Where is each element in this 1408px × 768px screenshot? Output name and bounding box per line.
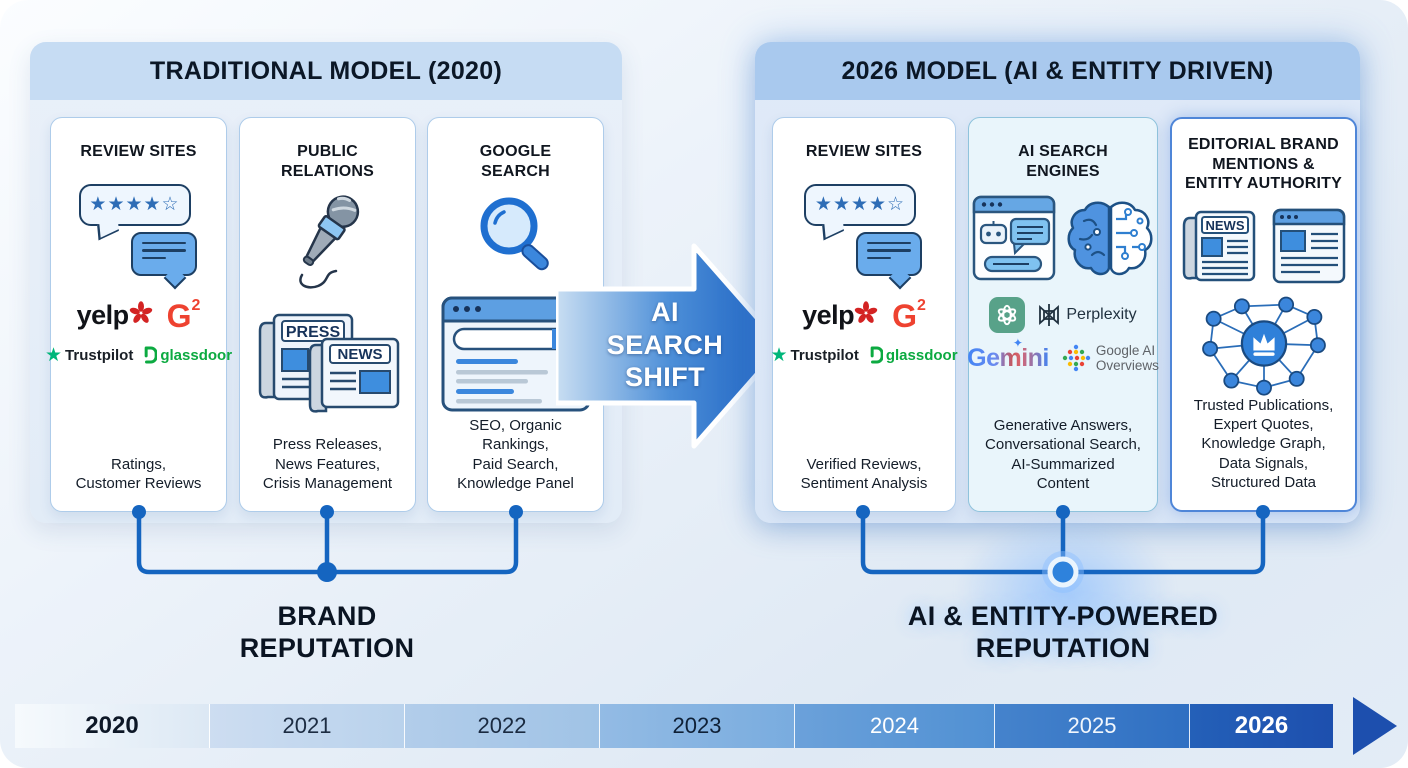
ai-search-shift-label: AI SEARCH SHIFT xyxy=(606,297,724,393)
card-ai-search-engines: AI SEARCH ENGINES xyxy=(967,117,1159,512)
card-caption: Verified Reviews, Sentiment Analysis xyxy=(800,455,928,492)
card-review-sites-traditional: REVIEW SITES ★★★★☆ yelp xyxy=(45,117,232,512)
traditional-panel-header: TRADITIONAL MODEL (2020) xyxy=(30,42,622,100)
brand-reputation-label: BRAND REPUTATION xyxy=(239,601,415,664)
yelp-logo: yelp xyxy=(77,300,153,331)
glassdoor-icon xyxy=(870,346,883,364)
magnifier-icon xyxy=(480,197,549,271)
chat-bubble-icon xyxy=(856,231,922,276)
trustpilot-star-icon: ★ xyxy=(770,344,788,366)
star-rating: ★★★★☆ xyxy=(814,194,906,216)
news-label: NEWS xyxy=(337,346,382,363)
g2-logo: G 2 xyxy=(892,296,926,334)
news-publication-icon: NEWS xyxy=(1182,210,1255,281)
model-2026-panel: 2026 MODEL (AI & ENTITY DRIVEN) REVIEW S… xyxy=(755,42,1360,523)
card-title: AI SEARCH ENGINES xyxy=(1018,143,1108,180)
card-review-sites-2026: REVIEW SITES ★★★★☆ yelp xyxy=(770,117,958,512)
chatbot-window-icon xyxy=(972,195,1056,281)
card-editorial-brand-mentions: EDITORIAL BRAND MENTIONS & ENTITY AUTHOR… xyxy=(1170,117,1357,512)
google-ai-overviews-logo: Google AI Overviews xyxy=(1061,343,1159,373)
timeline-year-2024: 2024 xyxy=(795,704,995,748)
timeline-year-2021: 2021 xyxy=(210,704,405,748)
chat-bubble-icon xyxy=(130,231,197,276)
model-2026-panel-header: 2026 MODEL (AI & ENTITY DRIVEN) xyxy=(755,42,1360,100)
timeline-arrowhead-icon xyxy=(1353,697,1397,755)
gemini-logo: Gemini ✦ xyxy=(967,335,1049,372)
card-caption: Generative Answers, Conversational Searc… xyxy=(985,417,1141,492)
g2-logo: G 2 xyxy=(166,296,201,334)
yelp-burst-icon xyxy=(854,301,878,323)
article-browser-icon xyxy=(1272,208,1345,283)
traditional-panel-title: TRADITIONAL MODEL (2020) xyxy=(149,56,503,85)
star-rating-bubble-icon: ★★★★☆ xyxy=(78,183,191,226)
microphone-icon xyxy=(298,195,359,289)
timeline-year-2023: 2023 xyxy=(600,704,795,748)
timeline-year-2020: 2020 xyxy=(15,704,210,748)
trustpilot-star-icon: ★ xyxy=(44,344,63,366)
timeline-year-2022: 2022 xyxy=(405,704,600,748)
star-rating: ★★★★☆ xyxy=(89,194,180,216)
card-title: EDITORIAL BRAND MENTIONS & ENTITY AUTHOR… xyxy=(1185,136,1342,193)
trustpilot-logo: ★ Trustpilot xyxy=(770,344,859,366)
card-title: REVIEW SITES xyxy=(805,143,923,160)
ai-brain-icon xyxy=(1067,201,1153,276)
press-news-newspapers-icon: PRESS NEWS xyxy=(258,313,399,413)
card-caption: SEO, Organic Rankings, Paid Search, Know… xyxy=(457,417,574,492)
card-caption: Ratings, Customer Reviews xyxy=(75,455,202,492)
review-bubbles-icon: ★★★★☆ xyxy=(75,180,203,284)
openai-knot-icon xyxy=(998,304,1017,326)
ai-search-shift-arrow xyxy=(556,243,785,449)
card-caption: Press Releases, News Features, Crisis Ma… xyxy=(262,436,393,492)
timeline-year-2025: 2025 xyxy=(995,704,1190,748)
trustpilot-logo: ★ Trustpilot xyxy=(44,344,134,366)
star-rating-bubble-icon: ★★★★☆ xyxy=(804,183,916,226)
timeline-year-2026: 2026 xyxy=(1190,704,1333,748)
news-label: NEWS xyxy=(1205,218,1244,233)
google-ai-overviews-icon xyxy=(1062,344,1091,372)
openai-logo xyxy=(989,297,1026,334)
card-title: PUBLIC RELATIONS xyxy=(280,143,375,180)
glassdoor-logo: glassdoor xyxy=(143,346,232,364)
knowledge-graph-crown-icon xyxy=(1201,296,1326,396)
review-bubbles-icon: ★★★★☆ xyxy=(800,180,928,284)
ai-entity-reputation-label: AI & ENTITY-POWERED REPUTATION xyxy=(907,601,1219,664)
glassdoor-icon xyxy=(145,346,158,364)
timeline-bar: 2020 2021 2022 2023 2024 2025 2026 xyxy=(15,704,1333,748)
card-title: GOOGLE SEARCH xyxy=(479,143,552,180)
card-title: REVIEW SITES xyxy=(80,143,197,160)
card-public-relations: PUBLIC RELATIONS PRESS xyxy=(239,117,416,512)
perplexity-logo: Perplexity xyxy=(1037,303,1137,327)
traditional-model-panel: TRADITIONAL MODEL (2020) REVIEW SITES ★★… xyxy=(30,42,622,523)
yelp-logo: yelp xyxy=(802,300,878,331)
perplexity-icon xyxy=(1039,304,1060,327)
yelp-burst-icon xyxy=(129,301,152,323)
press-label: PRESS xyxy=(285,324,340,341)
gemini-sparkle-icon: ✦ xyxy=(1012,335,1023,350)
glassdoor-logo: glassdoor xyxy=(869,346,958,364)
model-2026-panel-title: 2026 MODEL (AI & ENTITY DRIVEN) xyxy=(841,56,1274,85)
card-caption: Trusted Publications, Expert Quotes, Kno… xyxy=(1193,397,1334,491)
